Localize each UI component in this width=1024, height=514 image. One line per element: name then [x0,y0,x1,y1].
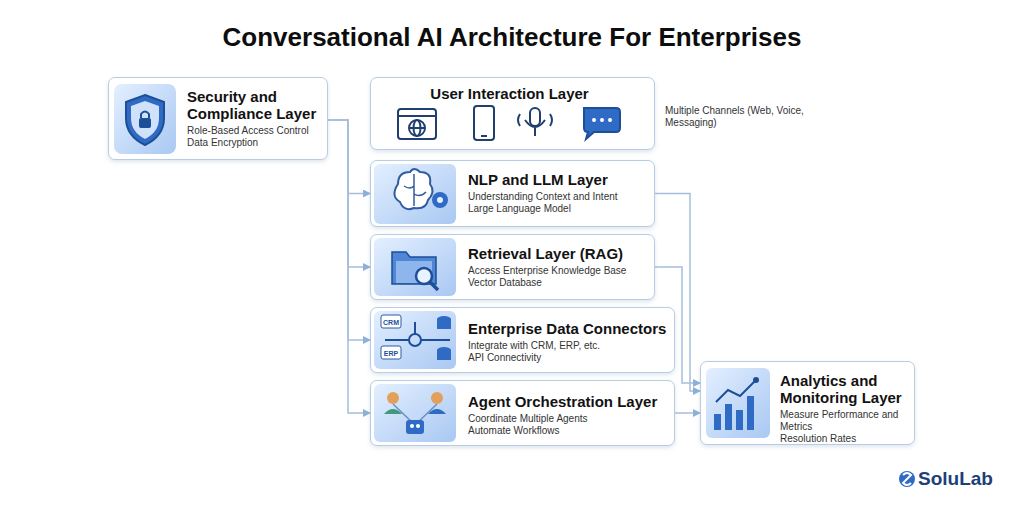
node-body: Integrate with CRM, ERP, etc. [468,340,668,352]
node-body: Resolution Rates [780,433,908,445]
channel-icons [398,106,620,140]
brain-icon [374,164,456,224]
connector-line [675,412,700,414]
node-body: Understanding Context and Intent [468,191,648,203]
node-body: Vector Database [468,277,648,289]
connector-line [328,120,370,413]
node-heading: Enterprise Data Connectors [468,320,668,337]
diagram-title: Conversational AI Architecture For Enter… [0,22,1024,53]
node-heading: User Interaction Layer [371,85,648,102]
node-heading: Security and Compliance Layer [187,88,321,122]
node-body: Automate Workflows [468,425,668,437]
logo-mark [899,471,915,487]
node-heading: Analytics and Monitoring Layer [780,372,908,406]
node-heading: NLP and LLM Layer [468,171,648,188]
folder-search-icon [374,238,456,296]
connector-icon [374,311,456,369]
node-heading: Agent Orchestration Layer [468,393,668,410]
label-note: Multiple Channels (Web, Voice, Messaging… [665,105,805,129]
logo-text: SoluLab [918,468,1018,489]
connector-line [328,120,370,194]
icon-text: ERP [383,349,399,358]
connector-line [655,194,700,392]
connector-line [328,120,370,267]
connector-line [655,267,700,383]
shield-icon [114,84,176,154]
node-heading: Retrieval Layer (RAG) [468,245,648,262]
chart-icon [706,368,770,438]
node-body: Role-Based Access Control [187,125,321,137]
node-body: Large Language Model [468,203,648,215]
node-body: Access Enterprise Knowledge Base [468,265,648,277]
connector-line [328,120,370,340]
node-body: API Connectivity [468,352,668,364]
agents-icon [374,384,456,442]
icon-text: CRM [383,318,399,327]
node-body: Coordinate Multiple Agents [468,413,668,425]
node-body: Data Encryption [187,137,321,149]
node-body: Measure Performance and Metrics [780,409,908,433]
